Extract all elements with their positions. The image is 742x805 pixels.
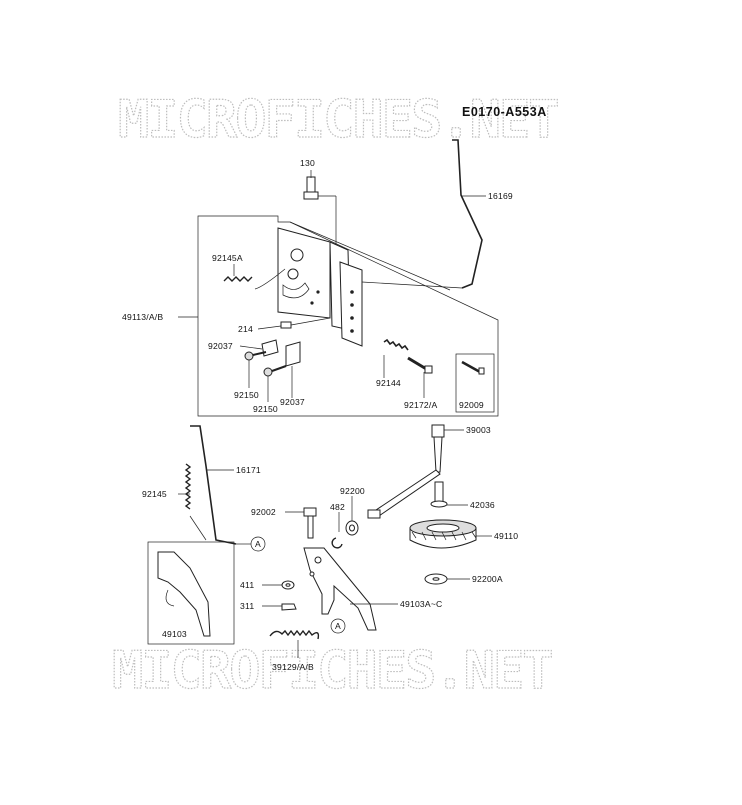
callout-92150-b: 92150 [253, 404, 278, 414]
pin-214 [280, 317, 331, 329]
gear-49110 [409, 519, 477, 549]
spring-39129 [269, 629, 320, 640]
callout-482: 482 [330, 502, 345, 512]
rod-16171 [184, 425, 237, 545]
arm-49103AC [303, 547, 377, 631]
callout-49113: 49113/A/B [122, 312, 163, 322]
callout-92009: 92009 [459, 400, 484, 410]
watermark-bottom: MICROFICHES.NET [112, 641, 552, 701]
shaft-39003 [367, 424, 445, 519]
bracket-plate [277, 227, 363, 347]
callout-92172: 92172/A [404, 400, 437, 410]
inset-92009 [455, 353, 495, 413]
bolt-130 [303, 176, 319, 200]
pin-42036 [430, 481, 448, 508]
ref-A-circle-2 [330, 618, 346, 634]
callout-92200: 92200 [340, 486, 365, 496]
callout-49103: 49103 [162, 629, 187, 639]
control-panel-assembly [197, 139, 499, 417]
spring-92144 [383, 338, 409, 378]
callout-92037-left: 92037 [208, 341, 233, 351]
callout-411: 411 [240, 580, 254, 590]
bolt-92150-b [263, 365, 287, 377]
callout-42036: 42036 [470, 500, 495, 510]
callout-49103AC: 49103A~C [400, 599, 442, 609]
inset-49103 [147, 541, 235, 645]
plate-92037-right [285, 341, 301, 367]
callout-130: 130 [300, 158, 315, 168]
diagram-code: E0170-A553A [462, 105, 547, 119]
callout-92150-a: 92150 [234, 390, 259, 400]
callout-311: 311 [240, 601, 254, 611]
nut-311 [281, 603, 297, 611]
ref-A-1: A [255, 539, 261, 549]
callout-39129: 39129/A/B [272, 662, 314, 672]
callout-92002: 92002 [251, 507, 276, 517]
callout-214: 214 [238, 324, 253, 334]
spring-92145A [223, 268, 286, 290]
watermark-top: MICROFICHES.NET [118, 90, 558, 150]
callout-92145: 92145 [142, 489, 167, 499]
callout-92200A: 92200A [472, 574, 503, 584]
rod-16169 [452, 139, 483, 289]
callout-92144: 92144 [376, 378, 401, 388]
bolt-92002 [303, 507, 317, 539]
clip-482 [331, 537, 343, 549]
bolt-92172 [407, 356, 433, 374]
callout-92145A: 92145A [212, 253, 243, 263]
assembly-frame [197, 215, 499, 417]
ref-A-2: A [335, 621, 341, 631]
bolt-92150-a [244, 351, 267, 361]
callout-16169: 16169 [488, 191, 513, 201]
callout-16171: 16171 [236, 465, 261, 475]
callout-39003: 39003 [466, 425, 491, 435]
callout-92037-right: 92037 [280, 397, 305, 407]
plate-92037-left [261, 339, 279, 357]
callout-49110: 49110 [494, 531, 518, 541]
